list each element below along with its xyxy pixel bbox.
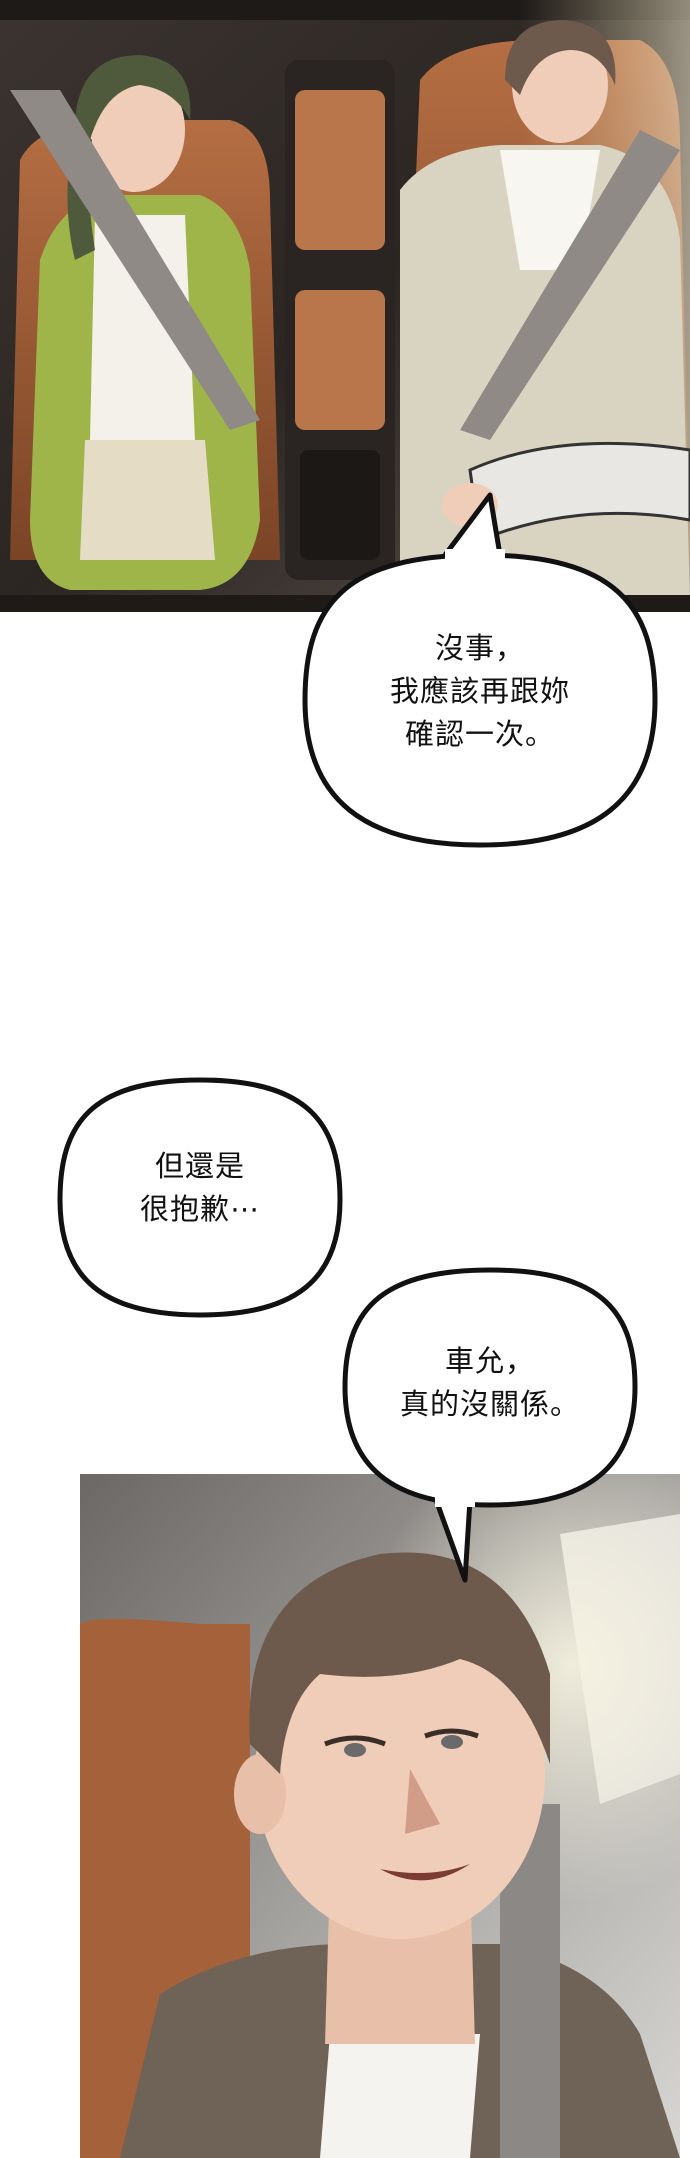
speech-bubble-1-shape bbox=[302, 492, 658, 848]
speech-bubble-3: 車允， 真的沒關係。 bbox=[340, 1265, 640, 1583]
speech-line: 我應該再跟妳 bbox=[389, 674, 570, 708]
speech-line: 沒事， bbox=[434, 631, 525, 665]
speech-bubble-1: 沒事， 我應該再跟妳 確認一次。 bbox=[295, 492, 665, 855]
speech-bubble-2-shape bbox=[57, 1077, 343, 1318]
speech-bubble-2-text: 但還是 很抱歉⋯ bbox=[55, 1145, 345, 1231]
driver-closeup-panel bbox=[80, 1474, 680, 2158]
speech-line: 車允， bbox=[444, 1344, 535, 1378]
speech-bubble-3-text: 車允， 真的沒關係。 bbox=[340, 1340, 640, 1426]
speech-bubble-3-shape bbox=[342, 1267, 638, 1583]
speech-bubble-1-text: 沒事， 我應該再跟妳 確認一次。 bbox=[295, 627, 665, 756]
car-interior-illustration bbox=[0, 0, 690, 612]
driver-closeup-illustration bbox=[80, 1474, 680, 2158]
speech-line: 但還是 bbox=[154, 1149, 245, 1183]
speech-line: 真的沒關係。 bbox=[399, 1387, 580, 1421]
car-interior-panel bbox=[0, 0, 690, 612]
speech-line: 很抱歉⋯ bbox=[139, 1192, 260, 1226]
speech-bubble-2: 但還是 很抱歉⋯ bbox=[55, 1075, 345, 1320]
speech-line: 確認一次。 bbox=[404, 717, 555, 751]
